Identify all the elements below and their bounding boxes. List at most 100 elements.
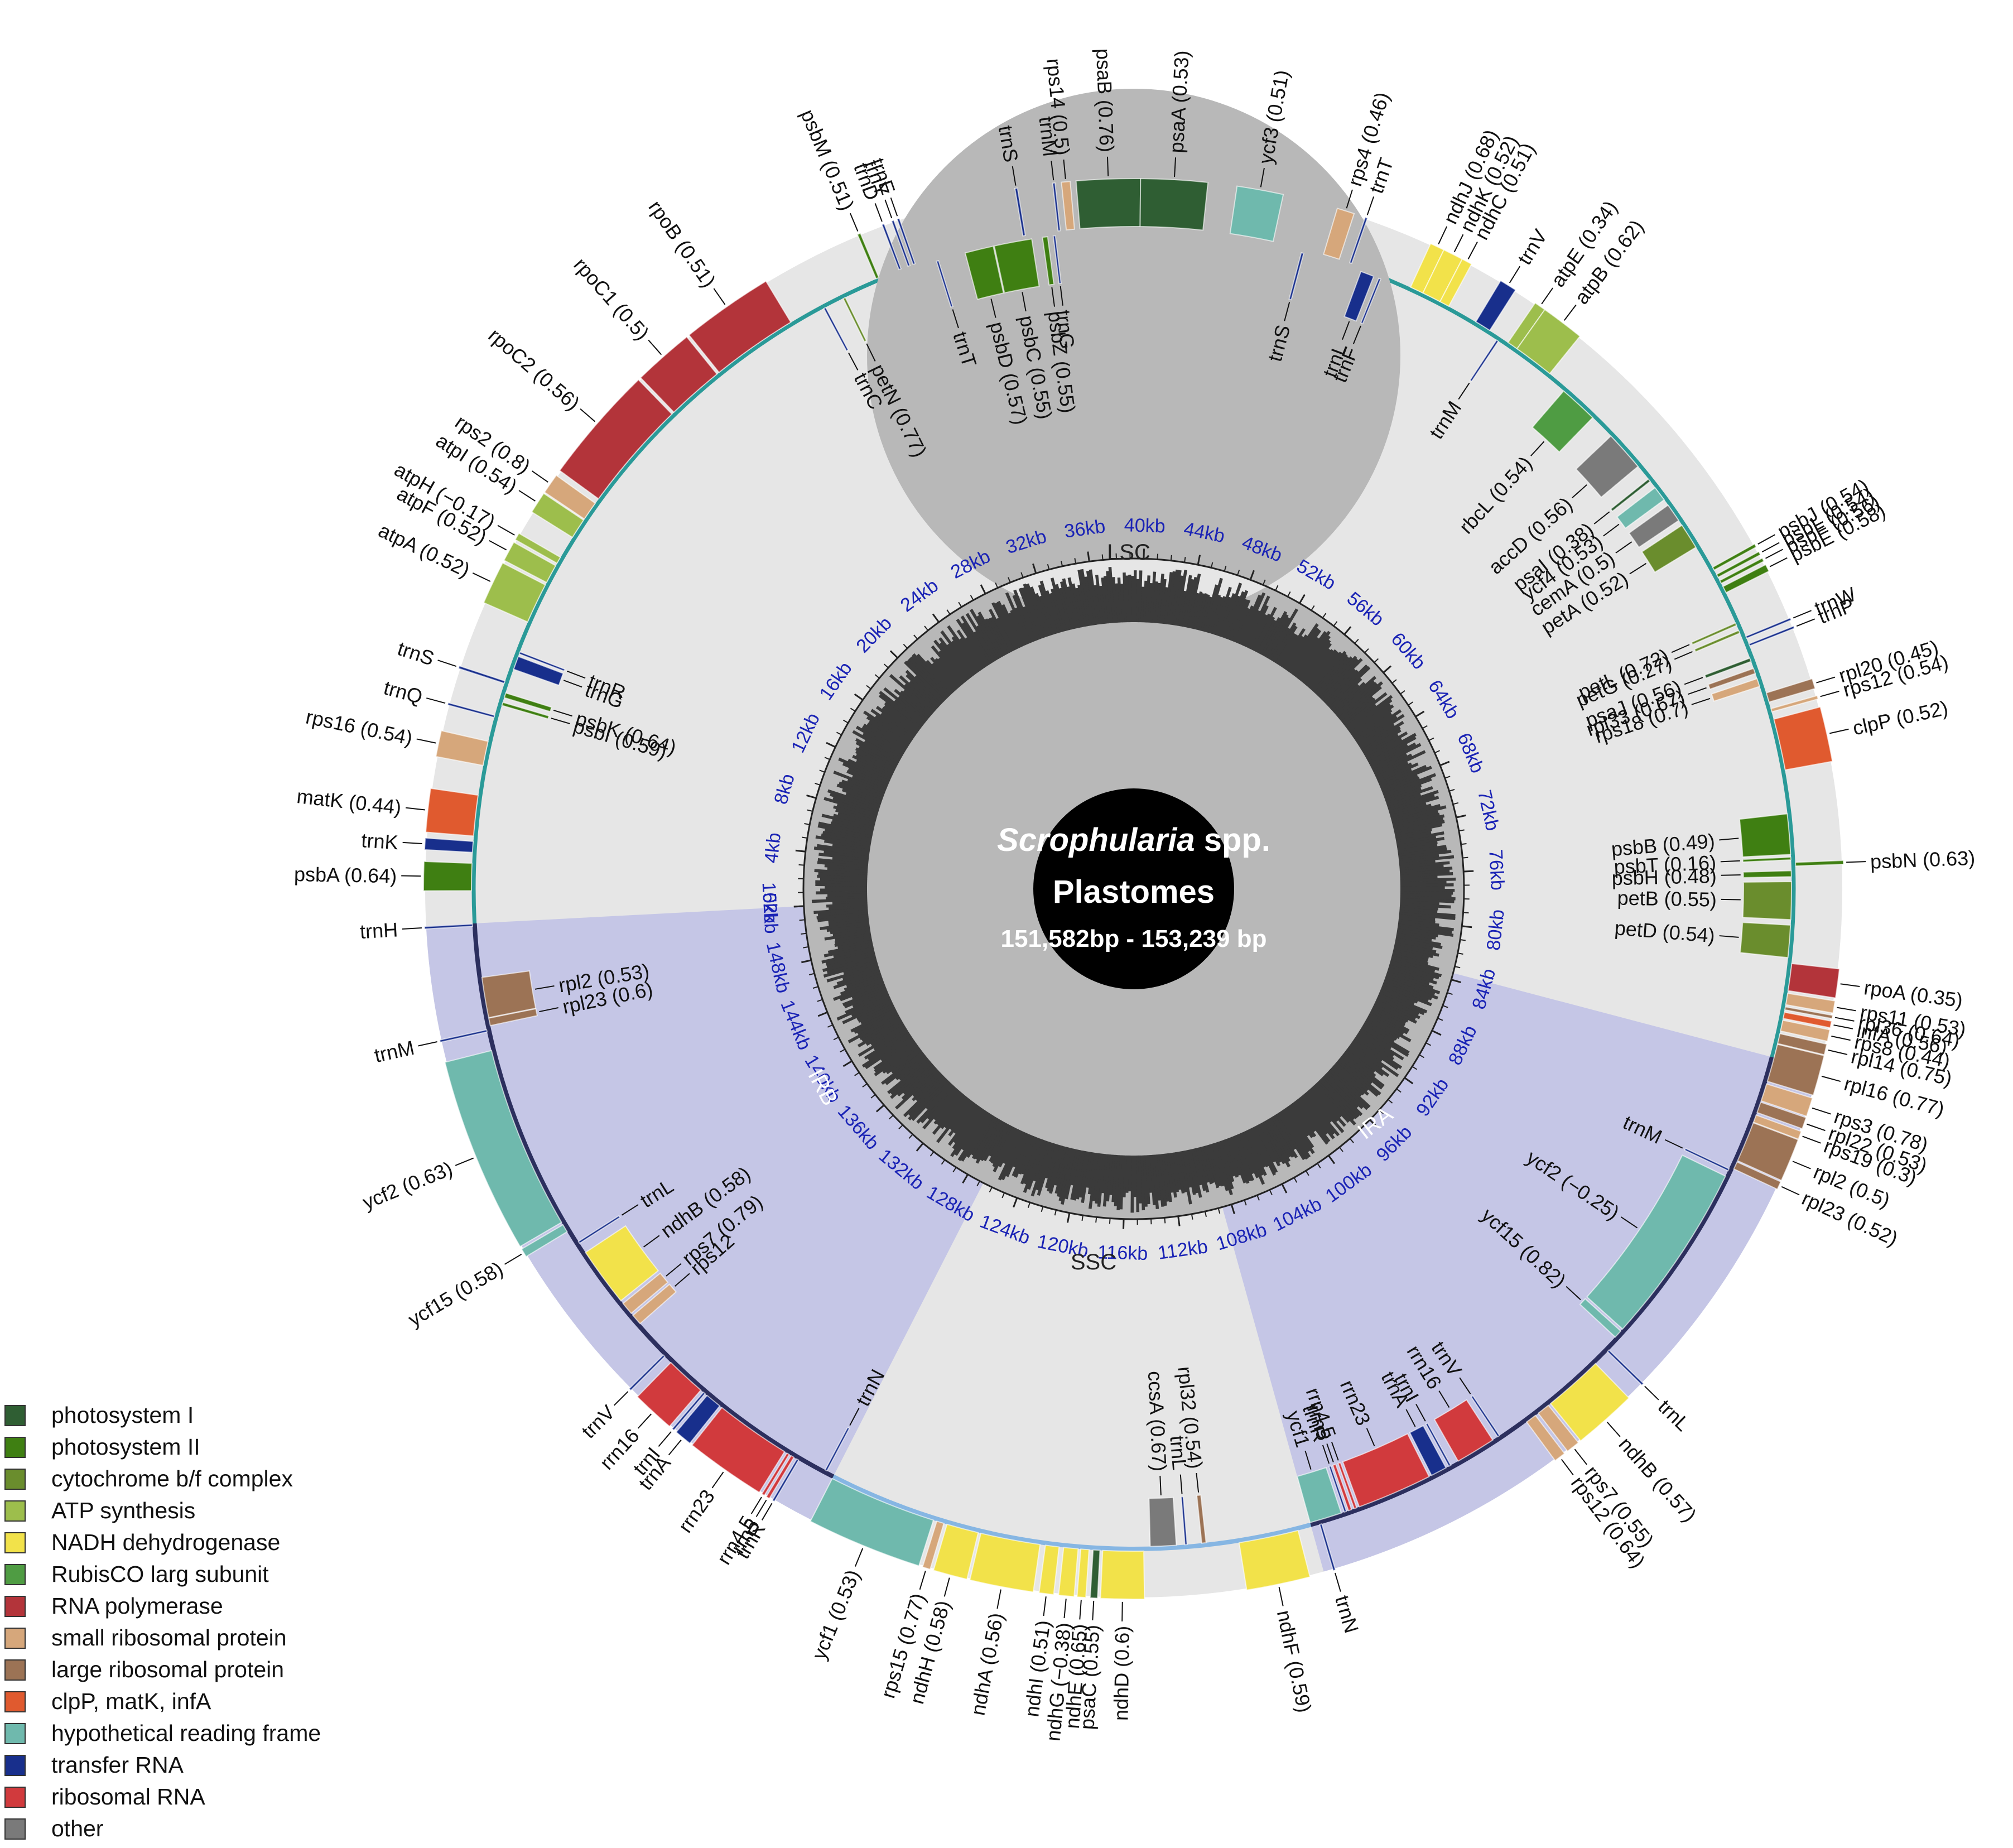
gc-bar [954, 1110, 987, 1156]
minor-tick [1422, 725, 1428, 729]
gene-leader [1453, 234, 1464, 252]
gc-bar [1393, 946, 1433, 959]
legend-item: small ribosomal protein [4, 1622, 428, 1654]
gc-bar [1328, 1069, 1371, 1109]
legend-swatch [4, 1722, 26, 1744]
gc-bar [1360, 720, 1404, 750]
gene-blocks [423, 178, 1845, 1600]
gene-block [1532, 390, 1594, 453]
gene-leader [405, 807, 425, 811]
gene-label: matK (0.44) [296, 785, 402, 819]
gc-bar [870, 709, 914, 740]
gc-bar [931, 662, 957, 691]
gc-bar [863, 723, 907, 752]
minor-tick [1164, 1217, 1166, 1224]
label-ssc: SSC [1071, 1250, 1116, 1274]
gene-leader [1284, 302, 1290, 321]
gc-bar [855, 747, 897, 770]
minor-tick [1447, 992, 1453, 995]
gene-block [1038, 1544, 1060, 1595]
minor-tick [1237, 570, 1240, 576]
gc-bar [1184, 1150, 1196, 1195]
minor-tick [827, 1024, 833, 1028]
gc-bar [824, 839, 870, 850]
gc-bar [1271, 622, 1297, 662]
gc-bar [1101, 577, 1109, 624]
minor-tick [1054, 1210, 1057, 1216]
gc-bar [1250, 1127, 1276, 1176]
gc-bar [1296, 635, 1331, 679]
gc-bar [1353, 712, 1393, 740]
gc-bar [1211, 1143, 1229, 1191]
gc-bar [1357, 714, 1405, 746]
gene-block [1181, 1496, 1188, 1546]
gene-leader [1691, 697, 1711, 705]
gc-bar [1283, 634, 1308, 670]
gc-bar [1168, 569, 1179, 625]
gc-bar [1152, 581, 1158, 623]
gene-block [1795, 860, 1845, 867]
gc-bar [1378, 993, 1425, 1016]
gc-bar [1387, 969, 1430, 985]
gene-block [1739, 922, 1792, 959]
gc-bar [840, 978, 883, 995]
gc-bar [1193, 593, 1205, 630]
gene-leader [1530, 441, 1545, 456]
gc-bar [895, 1055, 927, 1081]
gc-bar [832, 819, 874, 831]
gene-block [1058, 1547, 1079, 1597]
gc-bar [842, 999, 892, 1024]
gene-block [1742, 856, 1792, 863]
gc-bar [866, 723, 908, 750]
gc-bar [1297, 1098, 1328, 1135]
gene-block [1641, 524, 1697, 573]
gc-bar [1398, 854, 1439, 862]
gc-bar [953, 1103, 977, 1134]
gc-bar [1001, 1131, 1025, 1181]
gc-bar [987, 618, 1009, 654]
gc-bar [950, 1108, 985, 1157]
gene-block [503, 692, 552, 713]
gc-bar [878, 694, 923, 729]
gc-bar [889, 674, 935, 714]
gc-bar [1391, 953, 1429, 965]
gc-bar [1136, 579, 1140, 623]
gc-bar [1388, 964, 1434, 981]
gene-label: psbN (0.63) [1870, 846, 1975, 873]
legend-label: clpP, matK, infA [51, 1688, 211, 1714]
gene-block [1014, 187, 1026, 237]
gene-leader [1820, 690, 1839, 697]
minor-tick [946, 609, 951, 615]
gene-leader [553, 709, 572, 717]
gc-bar [933, 1091, 962, 1125]
minor-tick [1349, 1138, 1354, 1143]
gene-block [1319, 1523, 1336, 1572]
gene-leader [1459, 1377, 1471, 1394]
gc-bar [1055, 584, 1070, 631]
gene-leader [1322, 1445, 1330, 1464]
gc-bar [821, 949, 875, 964]
gc-bar [1388, 794, 1435, 811]
legend-item: NADH dehydrogenase [4, 1527, 428, 1558]
gc-bar [1348, 699, 1393, 733]
gc-bar [855, 741, 899, 766]
minor-tick [1374, 658, 1379, 663]
gene-block [1537, 1404, 1579, 1452]
gc-bar [932, 1094, 966, 1135]
gc-bar [1399, 861, 1450, 868]
gc-bar [1213, 586, 1232, 636]
gene-leader [418, 1041, 437, 1047]
gc-bar [817, 824, 873, 838]
gc-bar [956, 629, 985, 670]
legend-item: RNA polymerase [4, 1590, 428, 1622]
gc-bar [1227, 1138, 1246, 1183]
gc-bar [1389, 802, 1427, 816]
gc-bar [897, 1063, 934, 1097]
gc-bar [1200, 1146, 1213, 1185]
gc-bar [1347, 1045, 1390, 1077]
gene-label: trnV [577, 1401, 619, 1443]
gene-block [423, 923, 473, 930]
minor-tick [817, 999, 823, 1002]
gc-bar [905, 670, 942, 705]
gene-label: trnQ [382, 676, 425, 708]
